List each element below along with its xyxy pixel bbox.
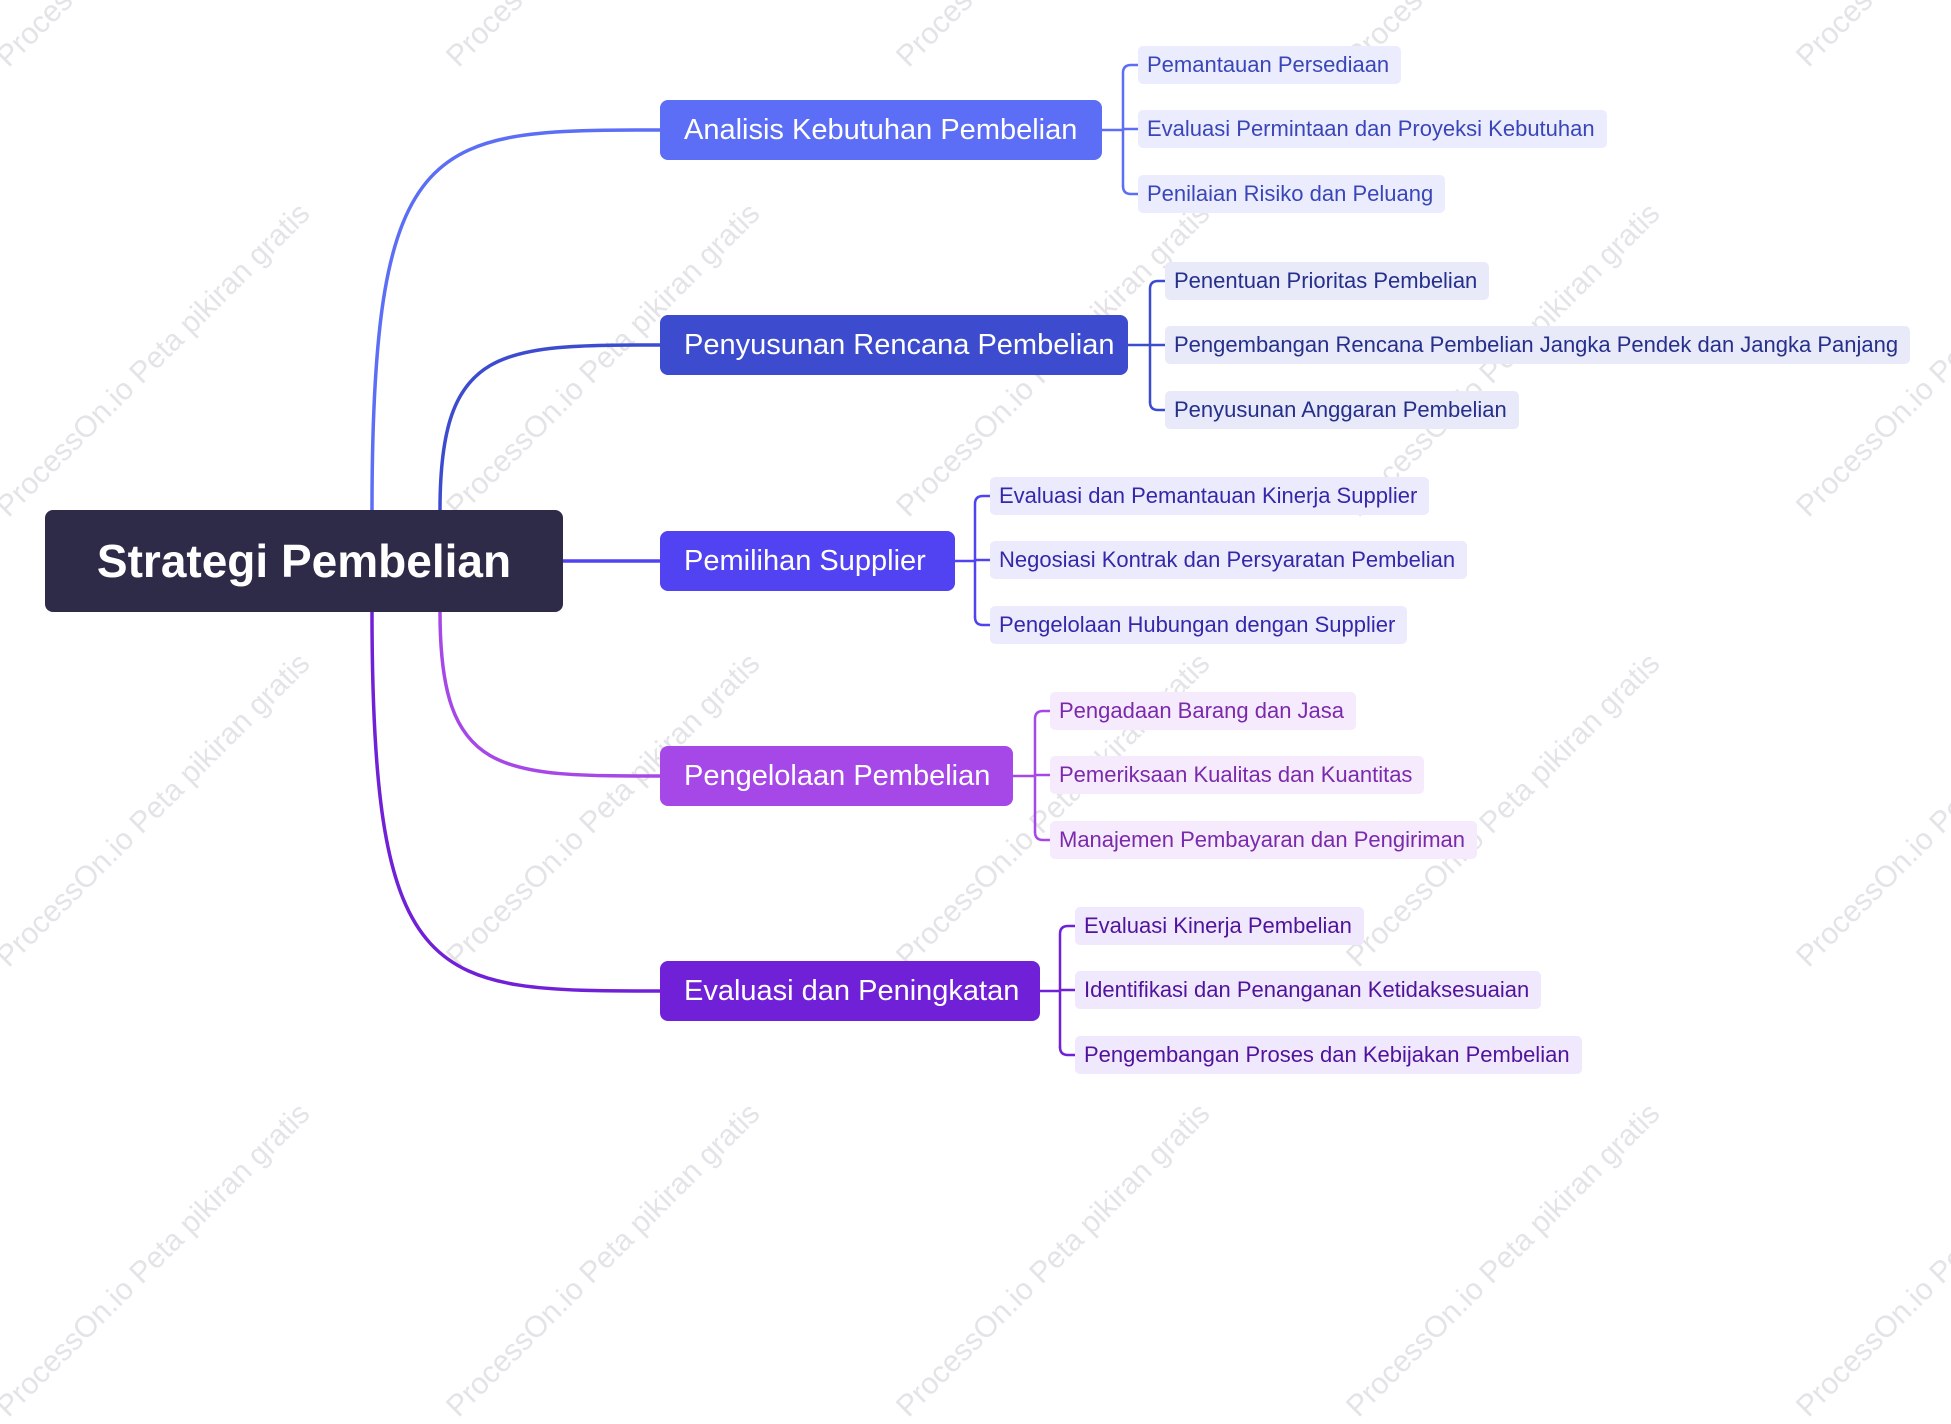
branch-topic[interactable]: Evaluasi dan Peningkatan (660, 961, 1040, 1021)
subtopic[interactable]: Penentuan Prioritas Pembelian (1165, 262, 1490, 300)
root-connector (438, 343, 662, 512)
subtopic-label: Pengembangan Rencana Pembelian Jangka Pe… (1174, 332, 1899, 357)
root-topic[interactable]: Strategi Pembelian (45, 510, 563, 612)
branch-topic-label: Penyusunan Rencana Pembelian (684, 329, 1115, 361)
subtopic-label: Evaluasi Permintaan dan Proyeksi Kebutuh… (1147, 116, 1595, 141)
subtopic-label: Pengelolaan Hubungan dengan Supplier (999, 612, 1396, 637)
subtopic-label: Pemeriksaan Kualitas dan Kuantitas (1059, 762, 1413, 787)
leaf-connector (973, 494, 992, 619)
branch-topic[interactable]: Penyusunan Rencana Pembelian (660, 315, 1128, 375)
leaf-connector (1148, 279, 1167, 404)
subtopic-label: Penilaian Risiko dan Peluang (1147, 181, 1434, 206)
branch-topic-label: Evaluasi dan Peningkatan (684, 975, 1020, 1007)
subtopic[interactable]: Pengelolaan Hubungan dengan Supplier (990, 606, 1408, 644)
connector-lines (370, 63, 1167, 1057)
subtopic[interactable]: Penyusunan Anggaran Pembelian (1165, 391, 1519, 429)
subtopic[interactable]: Pengembangan Proses dan Kebijakan Pembel… (1075, 1036, 1582, 1074)
leaf-connector (1121, 184, 1140, 196)
subtopic[interactable]: Manajemen Pembayaran dan Pengiriman (1050, 821, 1478, 859)
branch-topic-label: Analisis Kebutuhan Pembelian (684, 114, 1078, 146)
leaf-connector (1033, 709, 1052, 834)
subtopic-label: Evaluasi Kinerja Pembelian (1084, 913, 1352, 938)
root-connector (370, 610, 662, 993)
watermark-text: ProcessOn.io Peta pikiran gratis (890, 1096, 1217, 1424)
subtopic[interactable]: Pemeriksaan Kualitas dan Kuantitas (1050, 756, 1425, 794)
watermark-text: ProcessOn.io Peta pikiran gratis (0, 1096, 317, 1424)
leaf-connector (1058, 1045, 1077, 1057)
subtopic-label: Pengembangan Proses dan Kebijakan Pembel… (1084, 1042, 1570, 1067)
subtopic-label: Negosiasi Kontrak dan Persyaratan Pembel… (999, 547, 1456, 572)
subtopic-label: Penyusunan Anggaran Pembelian (1174, 397, 1507, 422)
subtopic[interactable]: Pengadaan Barang dan Jasa (1050, 692, 1357, 730)
subtopic[interactable]: Evaluasi dan Pemantauan Kinerja Supplier (990, 477, 1430, 515)
root-connector (370, 128, 662, 512)
branch-topic[interactable]: Pengelolaan Pembelian (660, 746, 1013, 806)
subtopic-label: Identifikasi dan Penanganan Ketidaksesua… (1084, 977, 1530, 1002)
subtopic[interactable]: Negosiasi Kontrak dan Persyaratan Pembel… (990, 541, 1468, 579)
subtopic[interactable]: Evaluasi Kinerja Pembelian (1075, 907, 1364, 945)
watermark-text: ProcessOn.io Peta pikiran gratis (1340, 1096, 1667, 1424)
branch-topic-label: Pemilihan Supplier (684, 545, 926, 577)
subtopic[interactable]: Identifikasi dan Penanganan Ketidaksesua… (1075, 971, 1542, 1009)
watermark-text: ProcessOn.io Peta pikiran gratis (440, 1096, 767, 1424)
subtopic-label: Manajemen Pembayaran dan Pengiriman (1059, 827, 1466, 852)
leaf-connector (1058, 924, 1077, 1049)
leaf-connector (1033, 830, 1052, 842)
branch-topic[interactable]: Analisis Kebutuhan Pembelian (660, 100, 1102, 160)
root-connector (438, 610, 662, 778)
subtopic-label: Pemantauan Persediaan (1147, 52, 1390, 77)
subtopic[interactable]: Pengembangan Rencana Pembelian Jangka Pe… (1165, 326, 1911, 364)
branch-topic[interactable]: Pemilihan Supplier (660, 531, 955, 591)
leaf-connector (1121, 63, 1140, 188)
subtopic[interactable]: Penilaian Risiko dan Peluang (1138, 175, 1446, 213)
subtopic[interactable]: Pemantauan Persediaan (1138, 46, 1402, 84)
subtopic-label: Pengadaan Barang dan Jasa (1059, 698, 1345, 723)
root-topic-label: Strategi Pembelian (96, 535, 512, 587)
leaf-connector (973, 615, 992, 627)
leaf-connector (1148, 400, 1167, 412)
subtopic-label: Penentuan Prioritas Pembelian (1174, 268, 1478, 293)
subtopic[interactable]: Evaluasi Permintaan dan Proyeksi Kebutuh… (1138, 110, 1607, 148)
branch-topic-label: Pengelolaan Pembelian (684, 760, 991, 792)
subtopic-label: Evaluasi dan Pemantauan Kinerja Supplier (999, 483, 1418, 508)
watermark-text: ProcessOn.io Peta pikiran gratis (1790, 1097, 1951, 1424)
